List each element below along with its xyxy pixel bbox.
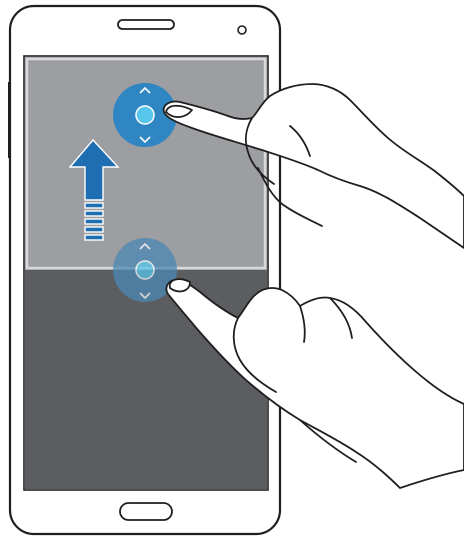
- speaker-icon: [118, 20, 174, 29]
- arrow-segment: [85, 235, 103, 240]
- home-button-icon[interactable]: [120, 503, 172, 520]
- arrow-segment: [85, 211, 103, 216]
- lower-hand-fingernail: [170, 279, 190, 291]
- handle-dot: [136, 106, 154, 124]
- camera-icon: [238, 26, 246, 34]
- arrow-segment: [85, 203, 103, 208]
- arrow-segment: [85, 227, 103, 232]
- lower-window[interactable]: [25, 270, 267, 489]
- handle-dot: [136, 261, 154, 279]
- arrow-segment: [85, 219, 103, 224]
